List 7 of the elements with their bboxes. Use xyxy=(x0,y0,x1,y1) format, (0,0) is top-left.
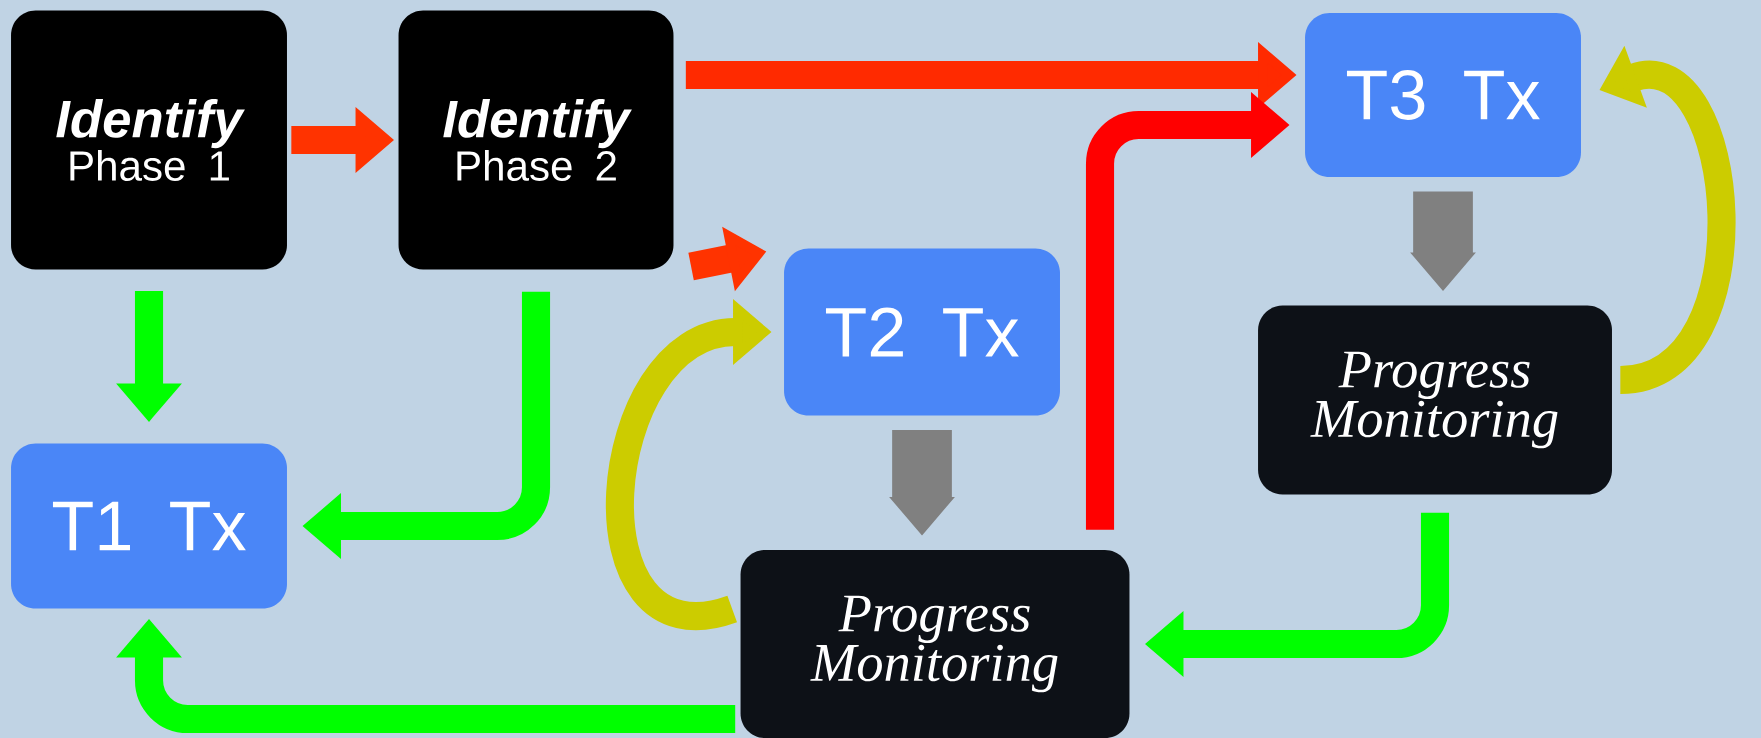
treatment-box: T3 Tx xyxy=(1305,13,1581,177)
phase-box: Identify Phase 1 xyxy=(11,10,287,270)
phase-box: Identify Phase 2 xyxy=(398,10,674,270)
monitoring-box: Progress Monitoring xyxy=(740,550,1130,738)
monitoring-box: Progress Monitoring xyxy=(1258,305,1612,495)
treatment-box: T1 Tx xyxy=(11,443,287,609)
treatment-box: T2 Tx xyxy=(784,248,1060,416)
